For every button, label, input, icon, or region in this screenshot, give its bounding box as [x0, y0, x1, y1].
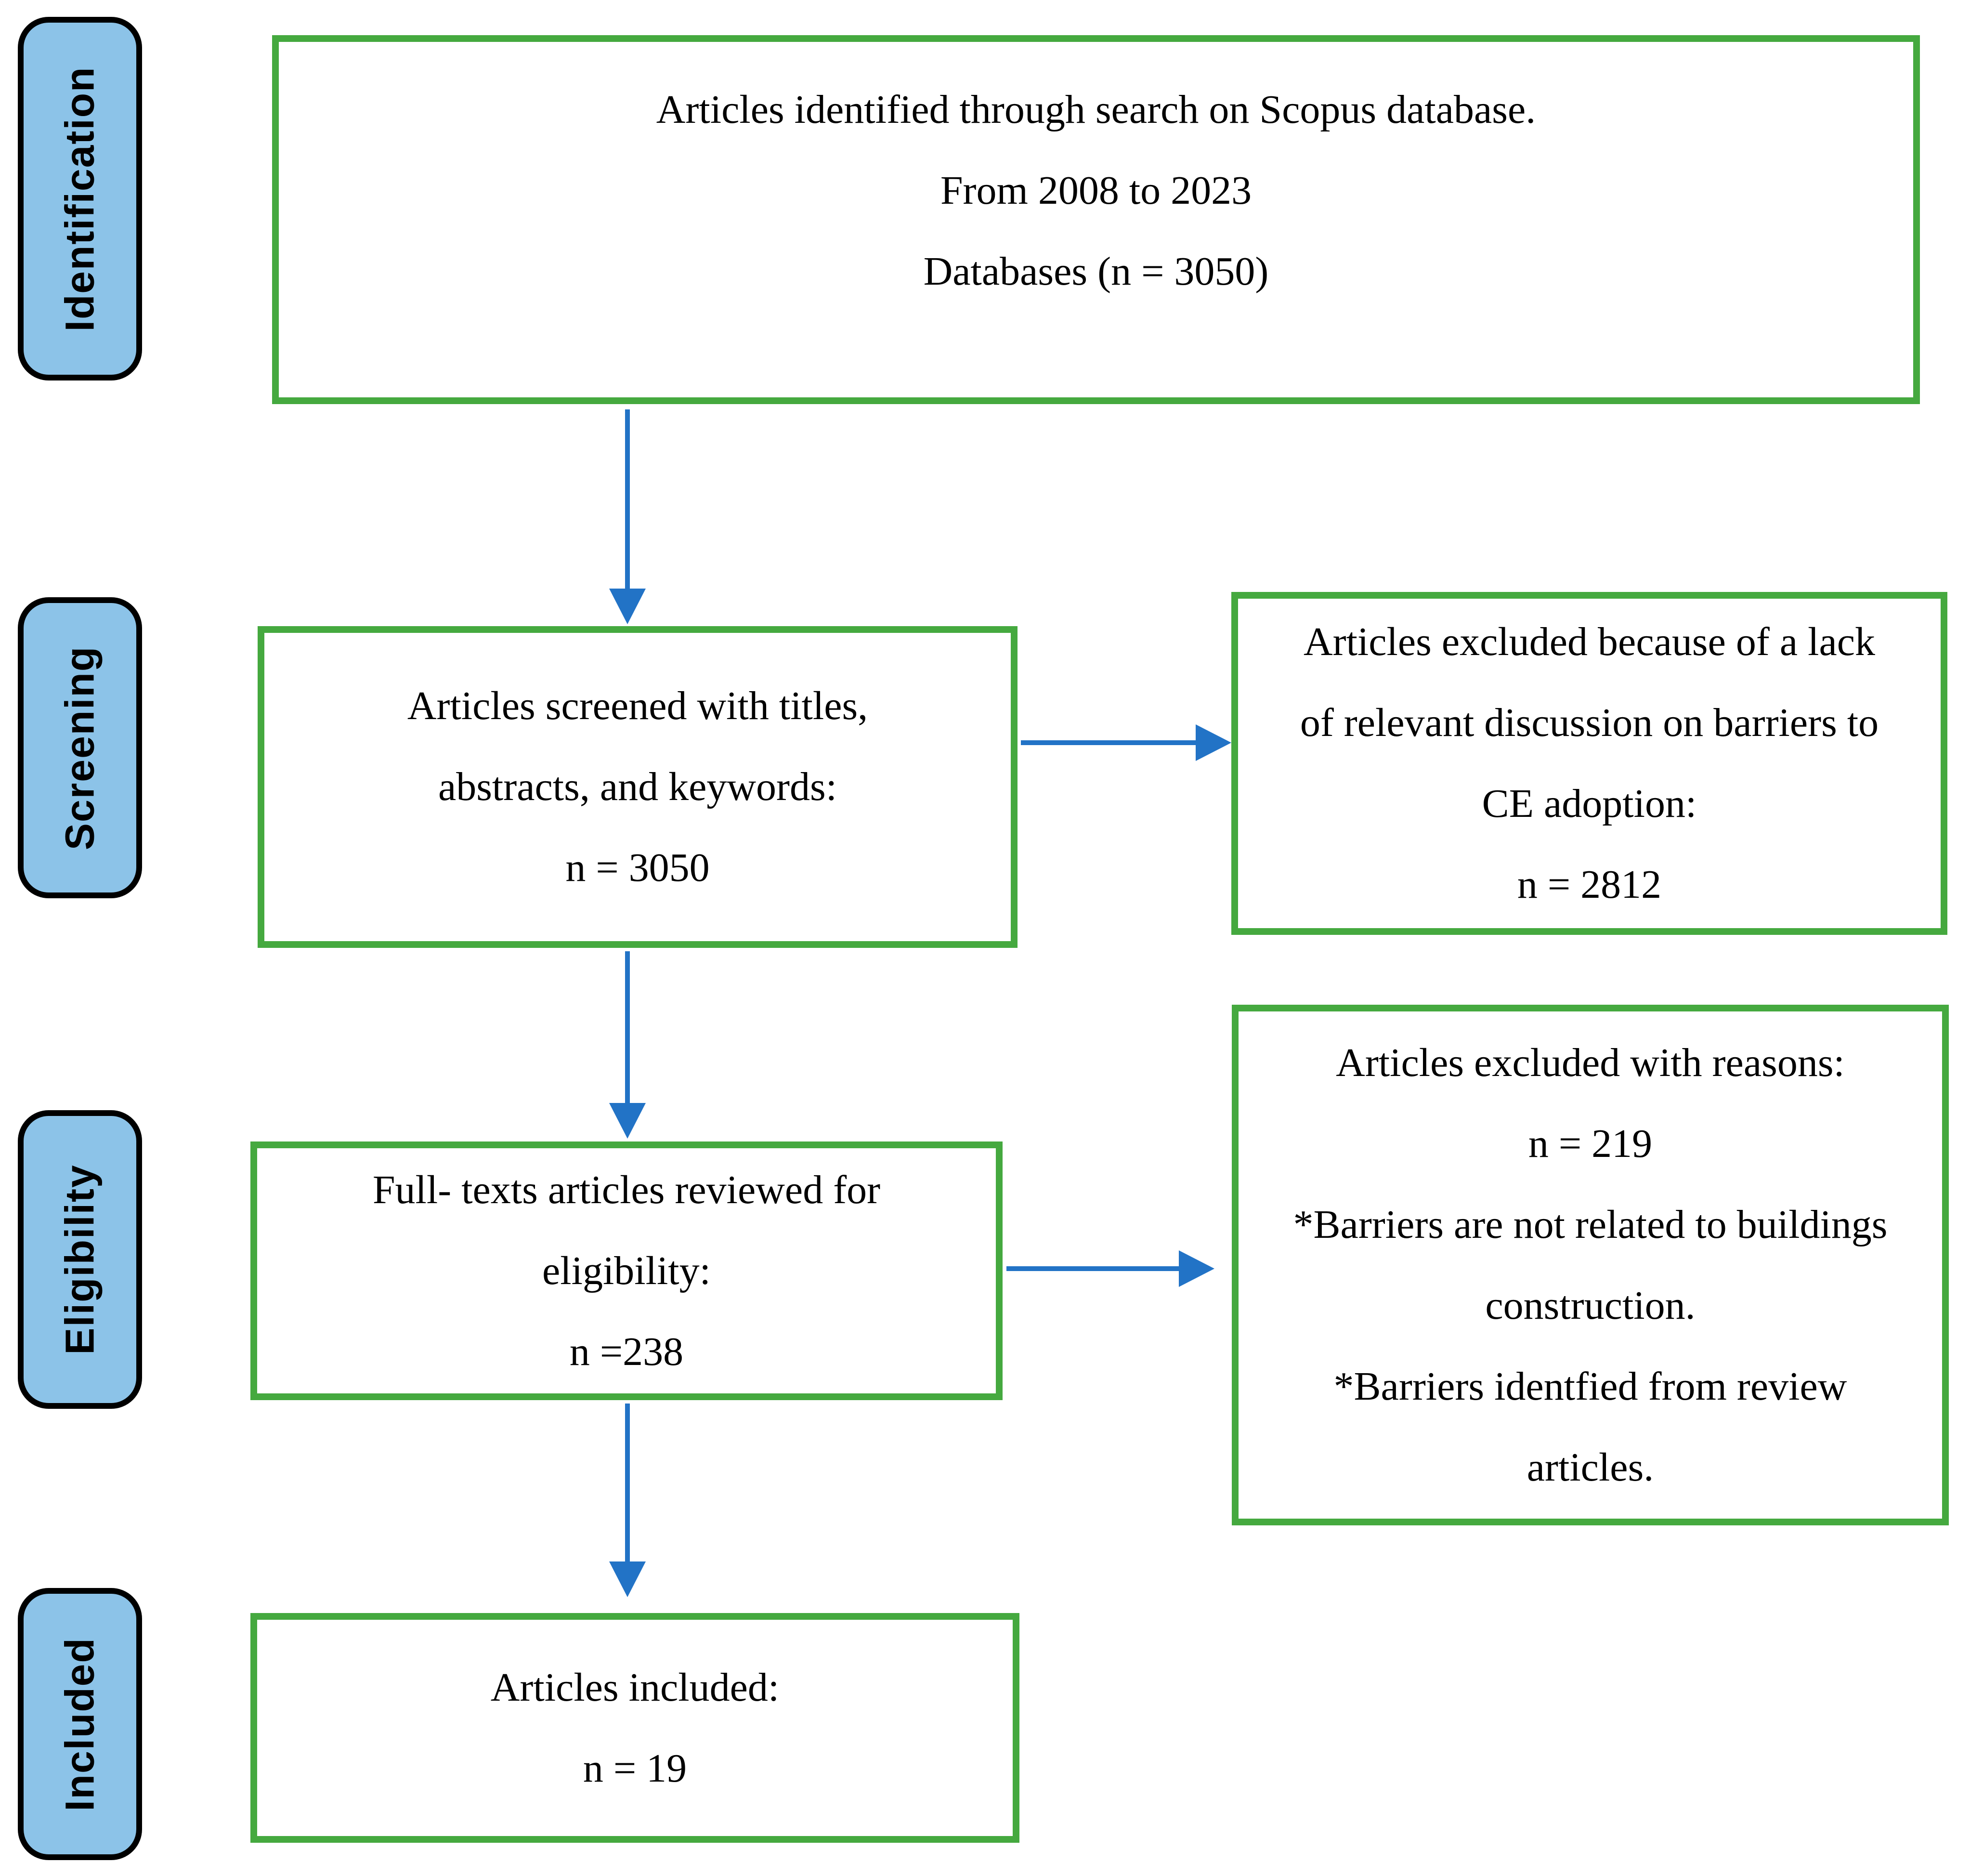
- box-line: *Barriers identfied from review: [1333, 1364, 1847, 1409]
- box-line: Full- texts articles reviewed for: [372, 1167, 881, 1212]
- stage-label-included: Included: [18, 1588, 142, 1860]
- box-line: construction.: [1485, 1283, 1696, 1328]
- stage-label-screening: Screening: [18, 597, 142, 898]
- box-articles-excluded-reasons: Articles excluded with reasons: n = 219 …: [1232, 1005, 1949, 1525]
- box-line: Articles excluded because of a lack: [1303, 619, 1876, 664]
- box-line: Databases (n = 3050): [923, 249, 1269, 294]
- arrow-line: [625, 951, 630, 1103]
- box-line: *Barriers are not related to buildings: [1293, 1202, 1888, 1247]
- arrow-line: [1021, 740, 1196, 745]
- box-line: n = 2812: [1517, 862, 1662, 907]
- box-line: of relevant discussion on barriers to: [1300, 700, 1879, 745]
- box-articles-excluded-screening: Articles excluded because of a lack of r…: [1231, 592, 1947, 935]
- box-line: n =238: [569, 1329, 684, 1374]
- arrow-line: [1006, 1266, 1179, 1271]
- box-line: Articles excluded with reasons:: [1336, 1040, 1845, 1085]
- box-line: n = 219: [1528, 1121, 1653, 1166]
- box-articles-identified: Articles identified through search on Sc…: [272, 35, 1920, 404]
- arrow-head: [1179, 1250, 1214, 1287]
- stage-label-eligibility: Eligibility: [18, 1110, 142, 1409]
- box-line: abstracts, and keywords:: [438, 764, 837, 809]
- box-line: Articles screened with titles,: [407, 683, 868, 728]
- stage-label-screening-text: Screening: [57, 645, 103, 850]
- box-line: articles.: [1526, 1444, 1654, 1490]
- box-line: Articles included:: [490, 1665, 780, 1710]
- box-line: n = 19: [583, 1745, 687, 1791]
- box-line: n = 3050: [565, 845, 710, 890]
- box-line: CE adoption:: [1482, 781, 1697, 826]
- box-line: Articles identified through search on Sc…: [656, 87, 1536, 132]
- arrow-head: [609, 1103, 646, 1139]
- box-articles-included: Articles included: n = 19: [250, 1613, 1019, 1843]
- box-line: From 2008 to 2023: [940, 168, 1252, 213]
- box-line: eligibility:: [542, 1248, 711, 1293]
- stage-label-identification: Identification: [18, 17, 142, 380]
- stage-label-identification-text: Identification: [57, 66, 103, 331]
- stage-label-eligibility-text: Eligibility: [57, 1164, 103, 1355]
- box-fulltext-reviewed: Full- texts articles reviewed for eligib…: [250, 1141, 1003, 1400]
- arrow-head: [1196, 724, 1231, 761]
- box-articles-screened: Articles screened with titles, abstracts…: [258, 626, 1018, 948]
- arrow-head: [609, 589, 646, 624]
- arrow-line: [625, 409, 630, 590]
- arrow-head: [609, 1561, 646, 1597]
- arrow-line: [625, 1404, 630, 1561]
- stage-label-included-text: Included: [57, 1637, 103, 1811]
